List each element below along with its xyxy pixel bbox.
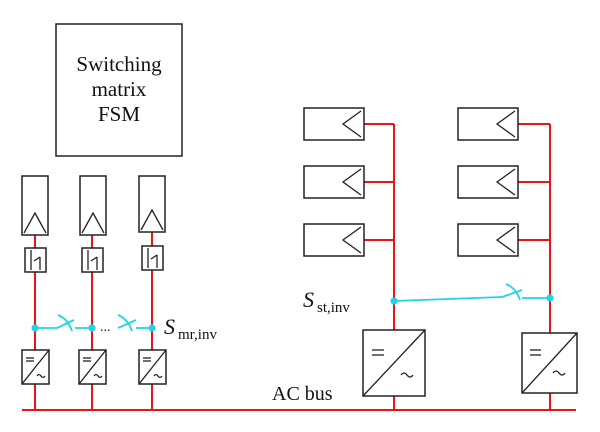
bypass-nodes-right [390,294,554,305]
pv-module [138,175,166,233]
left-red-wiring [34,232,153,410]
s-mr-inv-label: S mr,inv [164,314,217,343]
pv-module [21,175,49,236]
pv-module [303,223,365,257]
s-st-inv-label: S st,inv [303,287,350,316]
micro-inverter [138,349,167,385]
micro-inverter [78,349,107,385]
svg-text:mr,inv: mr,inv [178,327,217,343]
pv-module [303,165,365,199]
ellipsis-dots: ... [100,320,111,335]
ac-bus-label: AC bus [272,383,333,405]
pv-module [457,165,519,199]
fsm-label-line1: Switching [76,52,162,76]
svg-text:S: S [303,287,314,312]
string-inverter [521,332,578,394]
right-bypass-bus [393,283,550,302]
module-switch [141,245,164,271]
pv-module [79,175,107,236]
fsm-label-line3: FSM [98,102,140,126]
bypass-nodes-left [31,324,156,332]
string-inverter [362,329,426,397]
module-switch [24,247,47,273]
fsm-label-line2: matrix [92,77,147,101]
svg-text:st,inv: st,inv [317,300,350,316]
svg-text:S: S [164,314,175,339]
pv-module [457,107,519,141]
switching-matrix-fsm-block: Switching matrix FSM [55,23,183,157]
pv-module [457,223,519,257]
pv-module [303,107,365,141]
micro-inverter [21,349,50,385]
module-switch [81,247,104,273]
